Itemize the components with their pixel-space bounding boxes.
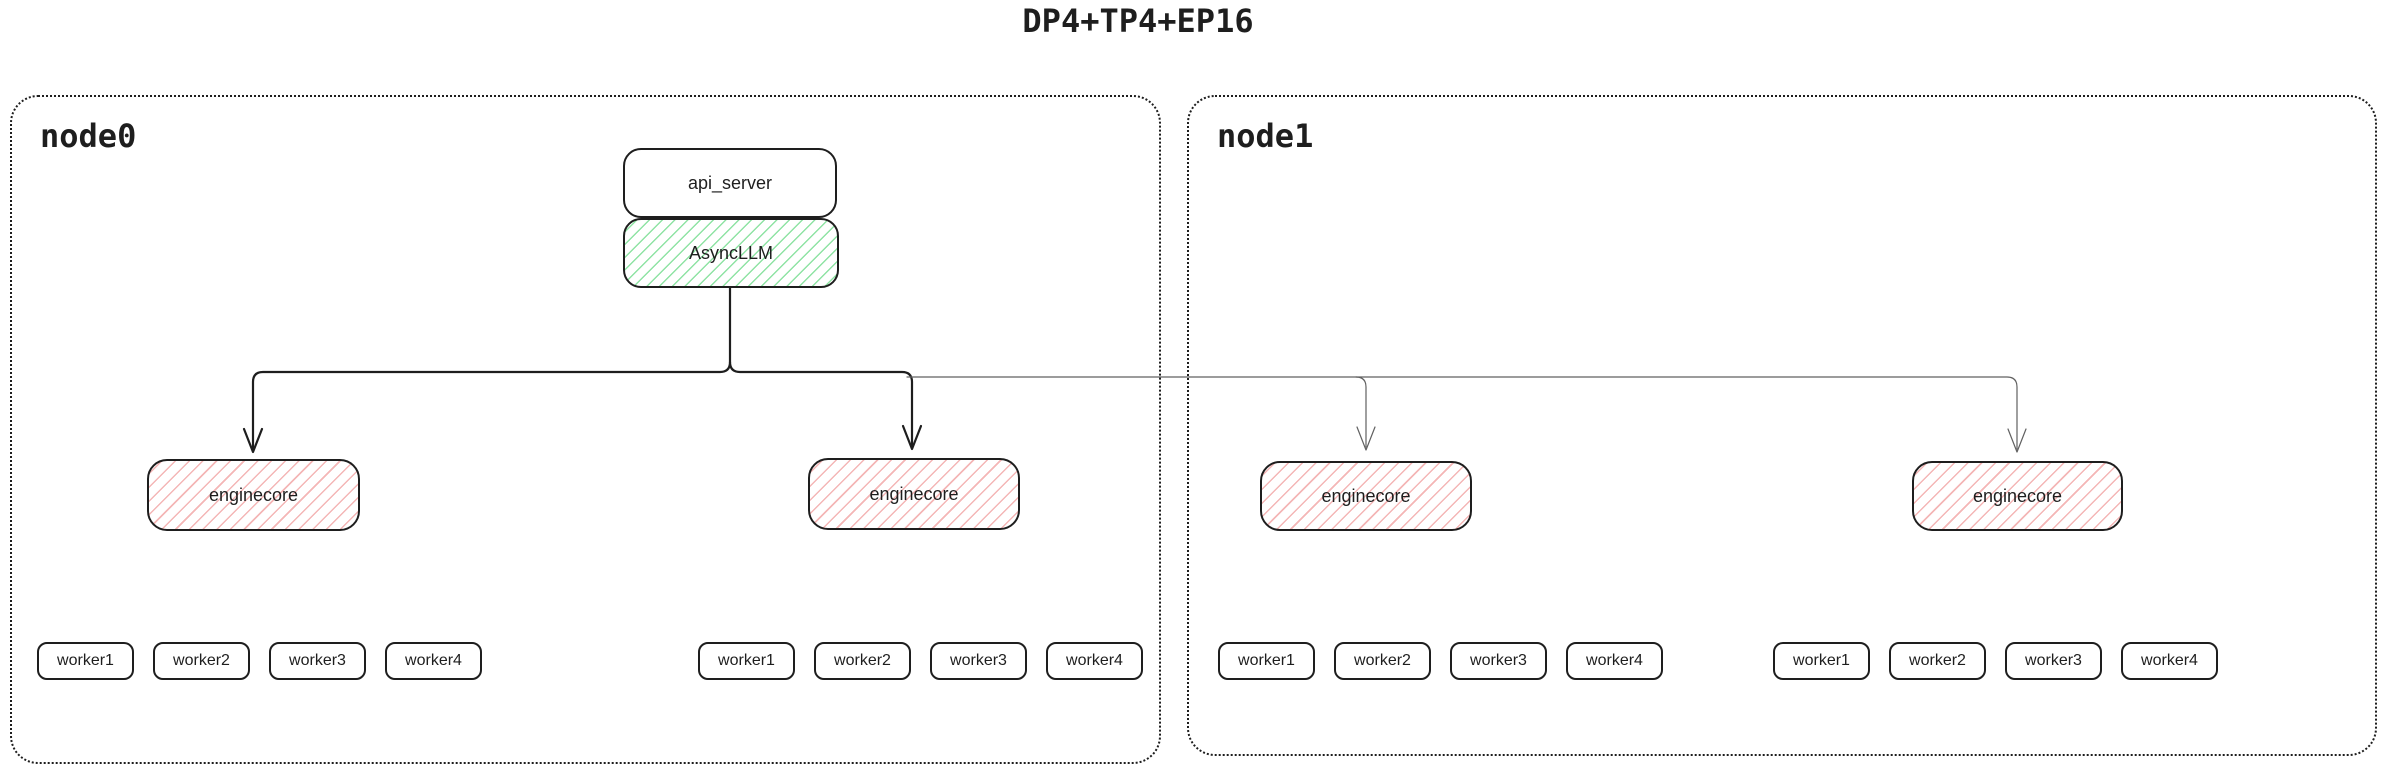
worker-box: worker4 <box>1046 642 1143 680</box>
node0-enginecore-1-worker-group: worker1 worker2 worker3 worker4 <box>37 642 482 680</box>
worker-box: worker1 <box>1773 642 1870 680</box>
worker-box: worker1 <box>698 642 795 680</box>
worker-box: worker2 <box>1334 642 1431 680</box>
node1-enginecore-1-worker-group: worker1 worker2 worker3 worker4 <box>1218 642 1663 680</box>
worker-box: worker4 <box>2121 642 2218 680</box>
node0-enginecore-2-worker-group: worker1 worker2 worker3 worker4 <box>698 642 1143 680</box>
worker-box: worker4 <box>385 642 482 680</box>
worker-box: worker2 <box>1889 642 1986 680</box>
worker-box: worker3 <box>930 642 1027 680</box>
worker-box: worker3 <box>2005 642 2102 680</box>
worker-box: worker3 <box>1450 642 1547 680</box>
node1-enginecore-2-worker-group: worker1 worker2 worker3 worker4 <box>1773 642 2218 680</box>
node0-enginecore-2-box: enginecore <box>808 458 1020 530</box>
diagram-title: DP4+TP4+EP16 <box>1022 2 1254 40</box>
node1-label: node1 <box>1217 117 1314 155</box>
worker-box: worker2 <box>814 642 911 680</box>
node1-enginecore-2-box: enginecore <box>1912 461 2123 531</box>
api-server-box: api_server <box>623 148 837 218</box>
asyncllm-box: AsyncLLM <box>623 218 839 288</box>
worker-box: worker1 <box>1218 642 1315 680</box>
worker-box: worker3 <box>269 642 366 680</box>
node0-label: node0 <box>40 117 137 155</box>
worker-box: worker4 <box>1566 642 1663 680</box>
node0-enginecore-1-box: enginecore <box>147 459 360 531</box>
worker-box: worker1 <box>37 642 134 680</box>
worker-box: worker2 <box>153 642 250 680</box>
node1-enginecore-1-box: enginecore <box>1260 461 1472 531</box>
